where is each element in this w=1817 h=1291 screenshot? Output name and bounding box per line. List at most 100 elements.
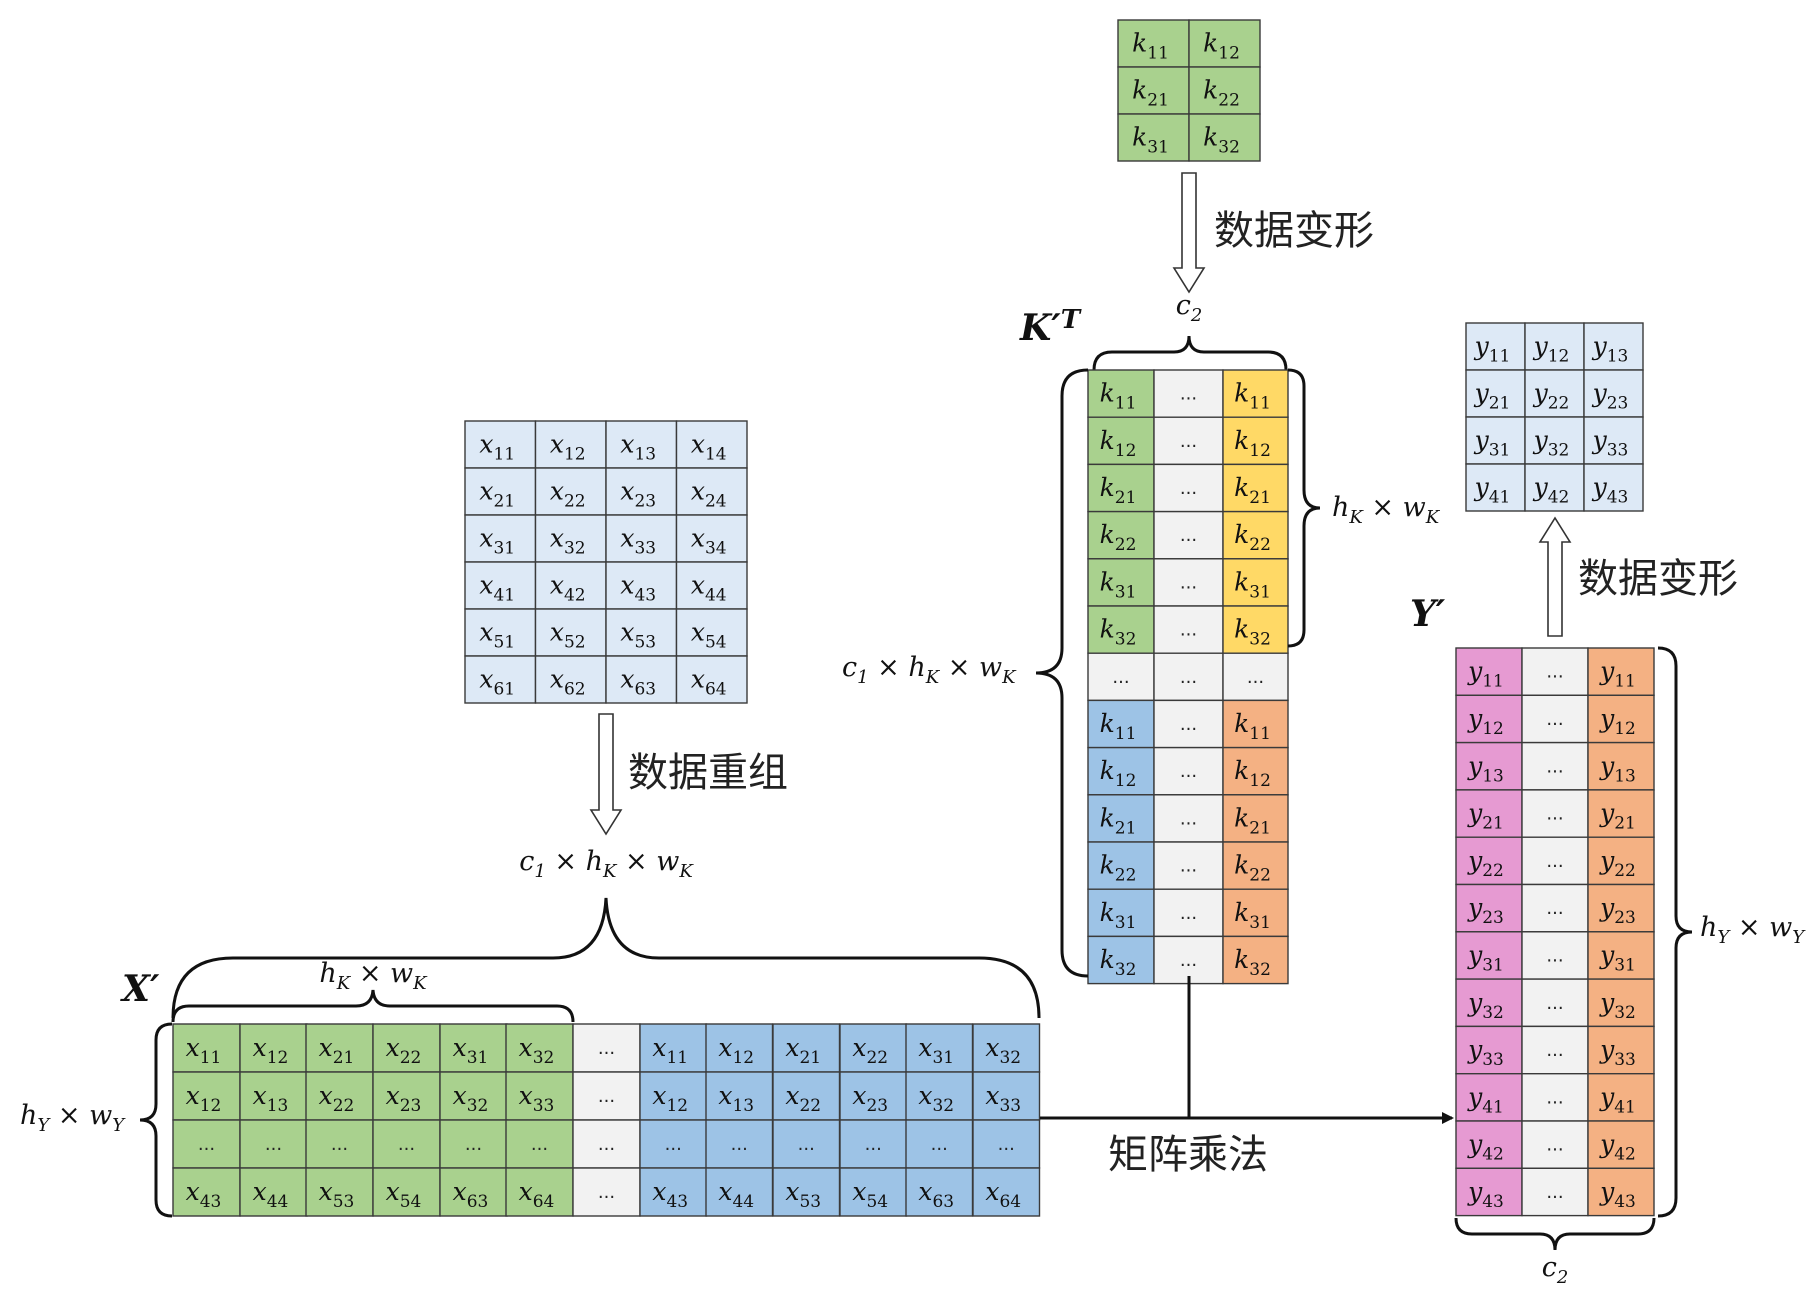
y-prime-cell-bg xyxy=(1587,694,1655,744)
x-prime-cell: ... xyxy=(172,1119,241,1169)
dim-label-c1-hk-wk-top: c1 × hK × wK xyxy=(519,846,694,882)
cell-text: y33 xyxy=(1592,426,1629,461)
cell-text: x34 xyxy=(691,524,727,559)
output-cell: y42 xyxy=(1524,463,1585,512)
input-cell-bg xyxy=(605,561,678,610)
kernel-cell-bg xyxy=(1117,66,1190,115)
cell-text: y21 xyxy=(1474,379,1511,414)
cell-text: y13 xyxy=(1599,751,1636,786)
ellipsis-text: ... xyxy=(1546,756,1563,777)
y-prime-cell: y22 xyxy=(1587,836,1655,886)
input-cell-bg xyxy=(675,655,748,704)
x-prime-cell: x44 xyxy=(705,1167,774,1217)
y-prime-cell-bg xyxy=(1455,647,1523,696)
x-prime-cell: x33 xyxy=(972,1071,1041,1121)
kernel-cell: k22 xyxy=(1188,66,1261,115)
kt-ellipsis-cell: ... xyxy=(1153,794,1224,843)
dim-text: c2 xyxy=(1542,1252,1569,1288)
input-cell-bg xyxy=(675,420,748,469)
kt-cell: k22 xyxy=(1222,841,1289,890)
brace-right-yprime xyxy=(1657,646,1693,1218)
kt-cell-bg xyxy=(1222,699,1289,749)
cell-text: x12 xyxy=(253,1033,289,1068)
ellipsis-text: ... xyxy=(1180,856,1197,877)
cell-text: k31 xyxy=(1234,567,1271,602)
cell-text: x53 xyxy=(785,1177,821,1212)
brace-right-kt xyxy=(1287,368,1321,648)
x-prime-cell: x11 xyxy=(172,1023,241,1073)
y-prime-cell-bg xyxy=(1587,647,1655,696)
x-prime-ellipsis-cell-bg xyxy=(572,1071,641,1121)
y-prime-cell: y43 xyxy=(1455,1167,1523,1217)
output-cell-bg xyxy=(1524,463,1585,512)
cell-text: y43 xyxy=(1599,1177,1636,1212)
kt-cell: k32 xyxy=(1222,605,1289,654)
input-cell-bg xyxy=(464,608,537,657)
y-prime-ellipsis-cell-bg xyxy=(1521,883,1589,933)
y-prime-ellipsis-cell-bg xyxy=(1521,1072,1589,1122)
cell-text: k11 xyxy=(1132,29,1169,64)
x-prime-cell: x22 xyxy=(372,1023,441,1073)
kt-cell: k31 xyxy=(1087,558,1155,607)
x-prime-cell-bg xyxy=(839,1119,908,1169)
kt-cell-bg xyxy=(1087,558,1155,607)
reorganize-label: 数据重组 xyxy=(628,750,788,796)
ellipsis-text: ... xyxy=(1546,945,1563,966)
brace-left-xprime xyxy=(139,1022,173,1218)
x-prime-cell: x53 xyxy=(305,1167,374,1217)
ellipsis-text: ... xyxy=(1180,761,1197,782)
cell-text: x52 xyxy=(550,618,586,653)
kt-cell: k12 xyxy=(1087,416,1155,466)
dim-text: hY × wY xyxy=(1700,912,1806,948)
x-prime-ellipsis-cell: ... xyxy=(572,1023,641,1073)
y-prime-cell: y12 xyxy=(1587,694,1655,744)
cell-text: x31 xyxy=(918,1033,954,1068)
x-prime-cell: x33 xyxy=(505,1071,574,1121)
kt-cell: k21 xyxy=(1087,794,1155,843)
input-cell-bg xyxy=(534,467,607,516)
ellipsis-text: ... xyxy=(1180,950,1197,971)
input-cell: x63 xyxy=(605,655,678,704)
ellipsis-text: ... xyxy=(1546,804,1563,825)
kt-ellipsis-cell: ... xyxy=(1153,463,1224,513)
x-prime-cell-bg xyxy=(239,1119,308,1169)
cell-text: x43 xyxy=(620,571,656,606)
y-prime-cell-bg xyxy=(1587,978,1655,1028)
kt-cell-bg xyxy=(1222,416,1289,466)
x-prime-cell-bg xyxy=(172,1167,241,1217)
kt-cell-bg xyxy=(1222,888,1289,938)
cell-text: k31 xyxy=(1100,567,1137,602)
cell-text: y41 xyxy=(1599,1082,1636,1117)
cell-text: x12 xyxy=(652,1081,688,1116)
output-cell: y21 xyxy=(1465,369,1526,418)
input-cell: x24 xyxy=(675,467,748,516)
x-prime-cell: x12 xyxy=(239,1023,308,1073)
output-cell: y41 xyxy=(1465,463,1526,512)
cell-text: k12 xyxy=(1100,756,1137,791)
output-cell: y11 xyxy=(1465,322,1526,371)
kt-cell: k11 xyxy=(1222,699,1289,749)
x-prime-cell-bg xyxy=(505,1167,574,1217)
x-prime-cell-bg xyxy=(905,1167,974,1217)
dim-label-c2-bottom: c2 xyxy=(1542,1252,1569,1288)
cell-text: y23 xyxy=(1467,893,1504,928)
ellipsis-text: ... xyxy=(1180,525,1197,546)
ellipsis-text: ... xyxy=(531,1134,548,1155)
input-cell-bg xyxy=(675,514,748,563)
kt-ellipsis-cell-bg xyxy=(1153,510,1224,560)
kt-ellipsis-cell: ... xyxy=(1153,935,1224,985)
y-prime-cell-bg xyxy=(1455,1120,1523,1169)
x-prime-cell: ... xyxy=(372,1119,441,1169)
cell-text: y22 xyxy=(1599,846,1636,881)
input-cell: x13 xyxy=(605,420,678,469)
cell-text: k32 xyxy=(1234,615,1271,650)
cell-text: x11 xyxy=(652,1033,688,1068)
output-cell-bg xyxy=(1524,416,1585,465)
cell-text: x44 xyxy=(253,1177,289,1212)
k-transpose-matrix: k11...k11k12...k12k21...k21k22...k22k31.… xyxy=(1087,369,1289,985)
kernel-cell-bg xyxy=(1188,19,1261,68)
input-cell-bg xyxy=(464,514,537,563)
x-prime-label: X′ xyxy=(120,968,160,1010)
x-prime-cell-bg xyxy=(239,1023,308,1073)
